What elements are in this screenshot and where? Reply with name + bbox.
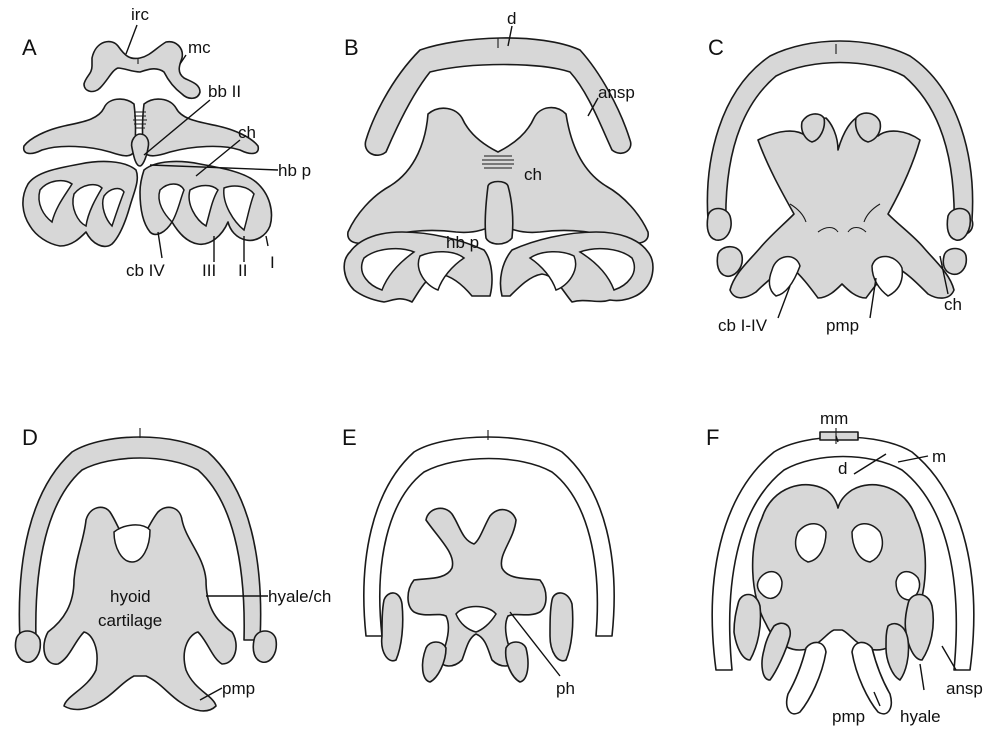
label-pmp-c: pmp [826,316,859,335]
label-hyale-ch: hyale/ch [268,587,331,606]
panel-b-jaw-arch [365,38,630,155]
panel-c-ceratohyal [730,118,954,298]
panel-d-skeleton [15,428,276,711]
label-hb-p-a: hb p [278,161,311,180]
label-irc: irc [131,5,149,24]
label-hb-p-b: hb p [446,233,479,252]
label-hyale-f: hyale [900,707,941,726]
label-ch-b: ch [524,165,542,184]
panel-c: C cb I-IV pmp ch [707,35,972,335]
label-cb-iv: cb IV [126,261,165,280]
panel-b-hypobranchial [485,182,513,245]
panel-d: D hyoid cartilage hyale/ch pmp [15,425,331,711]
label-iii: III [202,261,216,280]
label-mm: mm [820,409,848,428]
label-d-b: d [507,9,516,28]
panel-a-ceratohyal-left [24,99,136,156]
label-ii: II [238,261,247,280]
label-ch-c: ch [944,295,962,314]
label-hyoid: hyoid [110,587,151,606]
label-bb-ii: bb II [208,82,241,101]
label-cb-i-iv: cb I-IV [718,316,768,335]
panel-e-skeleton [364,430,614,682]
label-i: I [270,253,275,272]
panel-e-hyoid [408,508,546,666]
panel-e-letter: E [342,425,357,450]
label-pmp-f: pmp [832,707,865,726]
panel-a-meckel-bar [84,42,200,99]
label-mc: mc [188,38,211,57]
panel-a: A [22,5,311,280]
panel-f-letter: F [706,425,719,450]
panel-e: E ph [342,425,614,698]
panel-a-basibranchial [132,134,149,166]
panel-a-letter: A [22,35,37,60]
label-d-f: d [838,459,847,478]
panel-b-letter: B [344,35,359,60]
panel-c-skeleton [707,41,972,298]
label-pmp-d: pmp [222,679,255,698]
panel-d-letter: D [22,425,38,450]
label-cartilage: cartilage [98,611,162,630]
label-ch-a: ch [238,123,256,142]
label-ansp-b: ansp [598,83,635,102]
panel-f-hyale [905,595,933,661]
label-ansp-f: ansp [946,679,983,698]
panel-c-letter: C [708,35,724,60]
label-ph: ph [556,679,575,698]
label-m: m [932,447,946,466]
panel-f: F mm m d ansp pmp [706,409,983,726]
panel-b: B d ansp ch hb p [344,9,653,302]
panel-b-skeleton [344,38,653,302]
